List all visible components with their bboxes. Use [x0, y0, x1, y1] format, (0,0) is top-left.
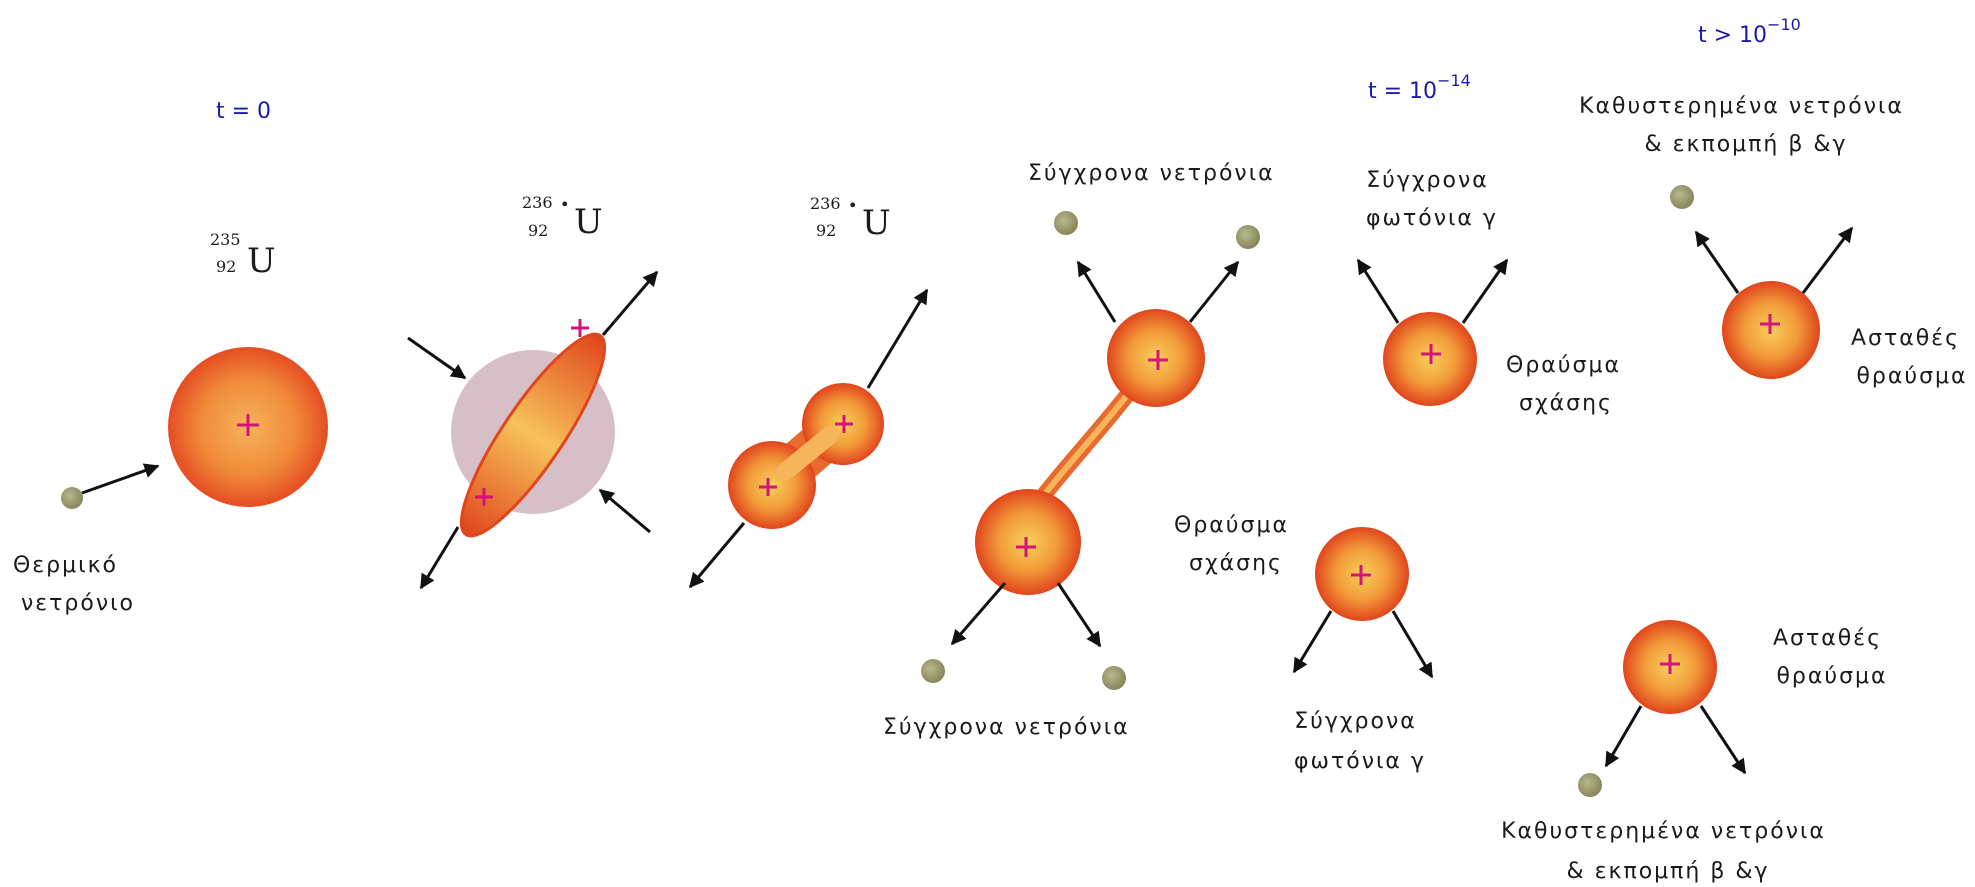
compression-arrow — [600, 490, 650, 532]
neutron-emission-arrow — [1078, 262, 1115, 322]
prompt-photons-bottom-label: Σύγχρονα φωτόνια γ — [1294, 709, 1426, 774]
delayed-bottom-line-2: & εκπομπή β &γ — [1566, 859, 1769, 884]
u235-mass: 235 — [210, 230, 241, 249]
photon-emission-arrow — [1463, 260, 1507, 323]
u236b-symbol: U — [862, 203, 891, 243]
delayed-top-line-2: & εκπομπή β &γ — [1644, 132, 1847, 157]
thermal-neutron — [61, 487, 83, 509]
unstable-top-label: Ασταθές θραύσμα — [1851, 326, 1969, 389]
delayed-top-line-1: Καθυστερημένα νετρόνια — [1579, 94, 1904, 119]
fission-fragment-top-line-1: Θραύσμα — [1506, 353, 1621, 378]
u235-symbol: U — [247, 241, 276, 281]
time-label-t14: t = 10−14 — [1368, 71, 1471, 104]
u236a-mass: 236 — [522, 193, 553, 212]
incoming-neutron-arrow — [82, 466, 158, 493]
compression-arrow — [408, 338, 465, 378]
elongation-arrow — [421, 527, 458, 588]
delayed-emission-arrow — [1696, 232, 1738, 293]
neutron-emission-arrow — [1058, 583, 1100, 646]
time-t10-exp: −10 — [1767, 15, 1801, 34]
elongation-arrow — [603, 272, 657, 335]
u236b-mass: 236 — [810, 194, 841, 213]
time-label-t0: t = 0 — [216, 99, 271, 124]
fission-fragment-bottom-label: Θραύσμα σχάσης — [1174, 513, 1298, 576]
prompt-photons-top-line-2: φωτόνια γ — [1366, 206, 1498, 231]
neutron-emission-arrow — [952, 583, 1005, 644]
photon-emission-arrow — [1393, 611, 1432, 677]
u236b-z: 92 — [816, 221, 836, 240]
time-t14-exp: −14 — [1437, 71, 1471, 90]
u236a-symbol: U — [574, 202, 603, 242]
fission-fragment-top-line-2: σχάσης — [1519, 391, 1613, 416]
time-t14-base: t = 10 — [1368, 79, 1437, 104]
prompt-photons-bottom-line-1: Σύγχρονα — [1294, 709, 1417, 734]
time-label-t10: t > 10−10 — [1698, 15, 1801, 48]
time-t10-base: t > 10 — [1698, 23, 1767, 48]
delayed-neutron — [1578, 773, 1602, 797]
u236b-star: • — [848, 196, 857, 215]
separation-arrow — [868, 290, 927, 388]
unstable-bottom-label: Ασταθές θραύσμα — [1773, 626, 1891, 689]
prompt-neutron — [1102, 666, 1126, 690]
scission-nucleus — [975, 309, 1205, 595]
prompt-photons-top-label: Σύγχρονα φωτόνια γ — [1366, 168, 1498, 231]
prompt-photons-bottom-line-2: φωτόνια γ — [1294, 749, 1426, 774]
delayed-emission-arrow — [1701, 706, 1745, 773]
fission-fragment-top-label: Θραύσμα σχάσης — [1506, 353, 1630, 416]
delayed-bottom-line-1: Καθυστερημένα νετρόνια — [1501, 819, 1826, 844]
prompt-neutrons-top-label: Σύγχρονα νετρόνια — [1028, 161, 1275, 186]
fission-fragment-bottom-line-2: σχάσης — [1189, 551, 1283, 576]
thermal-neutron-line-2: νετρόνιο — [21, 591, 135, 616]
thermal-neutron-line-1: Θερμικό — [13, 553, 118, 578]
delayed-top-label: Καθυστερημένα νετρόνια & εκπομπή β &γ — [1579, 94, 1913, 157]
nuclide-u235-label: 235 92 U — [210, 230, 276, 281]
thermal-neutron-label: Θερμικό νετρόνιο — [13, 553, 135, 616]
nuclide-u236-label-a: 236 92 • U — [522, 193, 603, 242]
unstable-bottom-line-2: θραύσμα — [1776, 664, 1887, 689]
u235-z: 92 — [216, 257, 236, 276]
prompt-neutron — [1054, 211, 1078, 235]
prompt-neutrons-bottom-label: Σύγχρονα νετρόνια — [883, 715, 1130, 740]
unstable-top-line-1: Ασταθές — [1851, 326, 1960, 351]
delayed-neutron — [1670, 185, 1694, 209]
time-t0-base: t = 0 — [216, 99, 271, 124]
prompt-neutron — [921, 659, 945, 683]
prompt-neutron — [1236, 225, 1260, 249]
plus-icon — [571, 319, 589, 337]
unstable-bottom-line-1: Ασταθές — [1773, 626, 1882, 651]
photon-emission-arrow — [1294, 611, 1331, 672]
neutron-emission-arrow — [1190, 262, 1238, 322]
delayed-emission-arrow — [1803, 228, 1852, 293]
separation-arrow — [690, 523, 744, 587]
delayed-bottom-label: Καθυστερημένα νετρόνια & εκπομπή β &γ — [1501, 819, 1835, 884]
u236a-star: • — [560, 195, 569, 214]
delayed-emission-arrow — [1606, 706, 1641, 766]
fission-fragment-bottom-line-1: Θραύσμα — [1174, 513, 1289, 538]
nuclide-u236-label-b: 236 92 • U — [810, 194, 891, 243]
u236a-z: 92 — [528, 221, 548, 240]
dumbbell-nucleus — [728, 383, 884, 529]
photon-emission-arrow — [1358, 260, 1398, 323]
unstable-top-line-2: θραύσμα — [1856, 364, 1967, 389]
prompt-photons-top-line-1: Σύγχρονα — [1366, 168, 1489, 193]
